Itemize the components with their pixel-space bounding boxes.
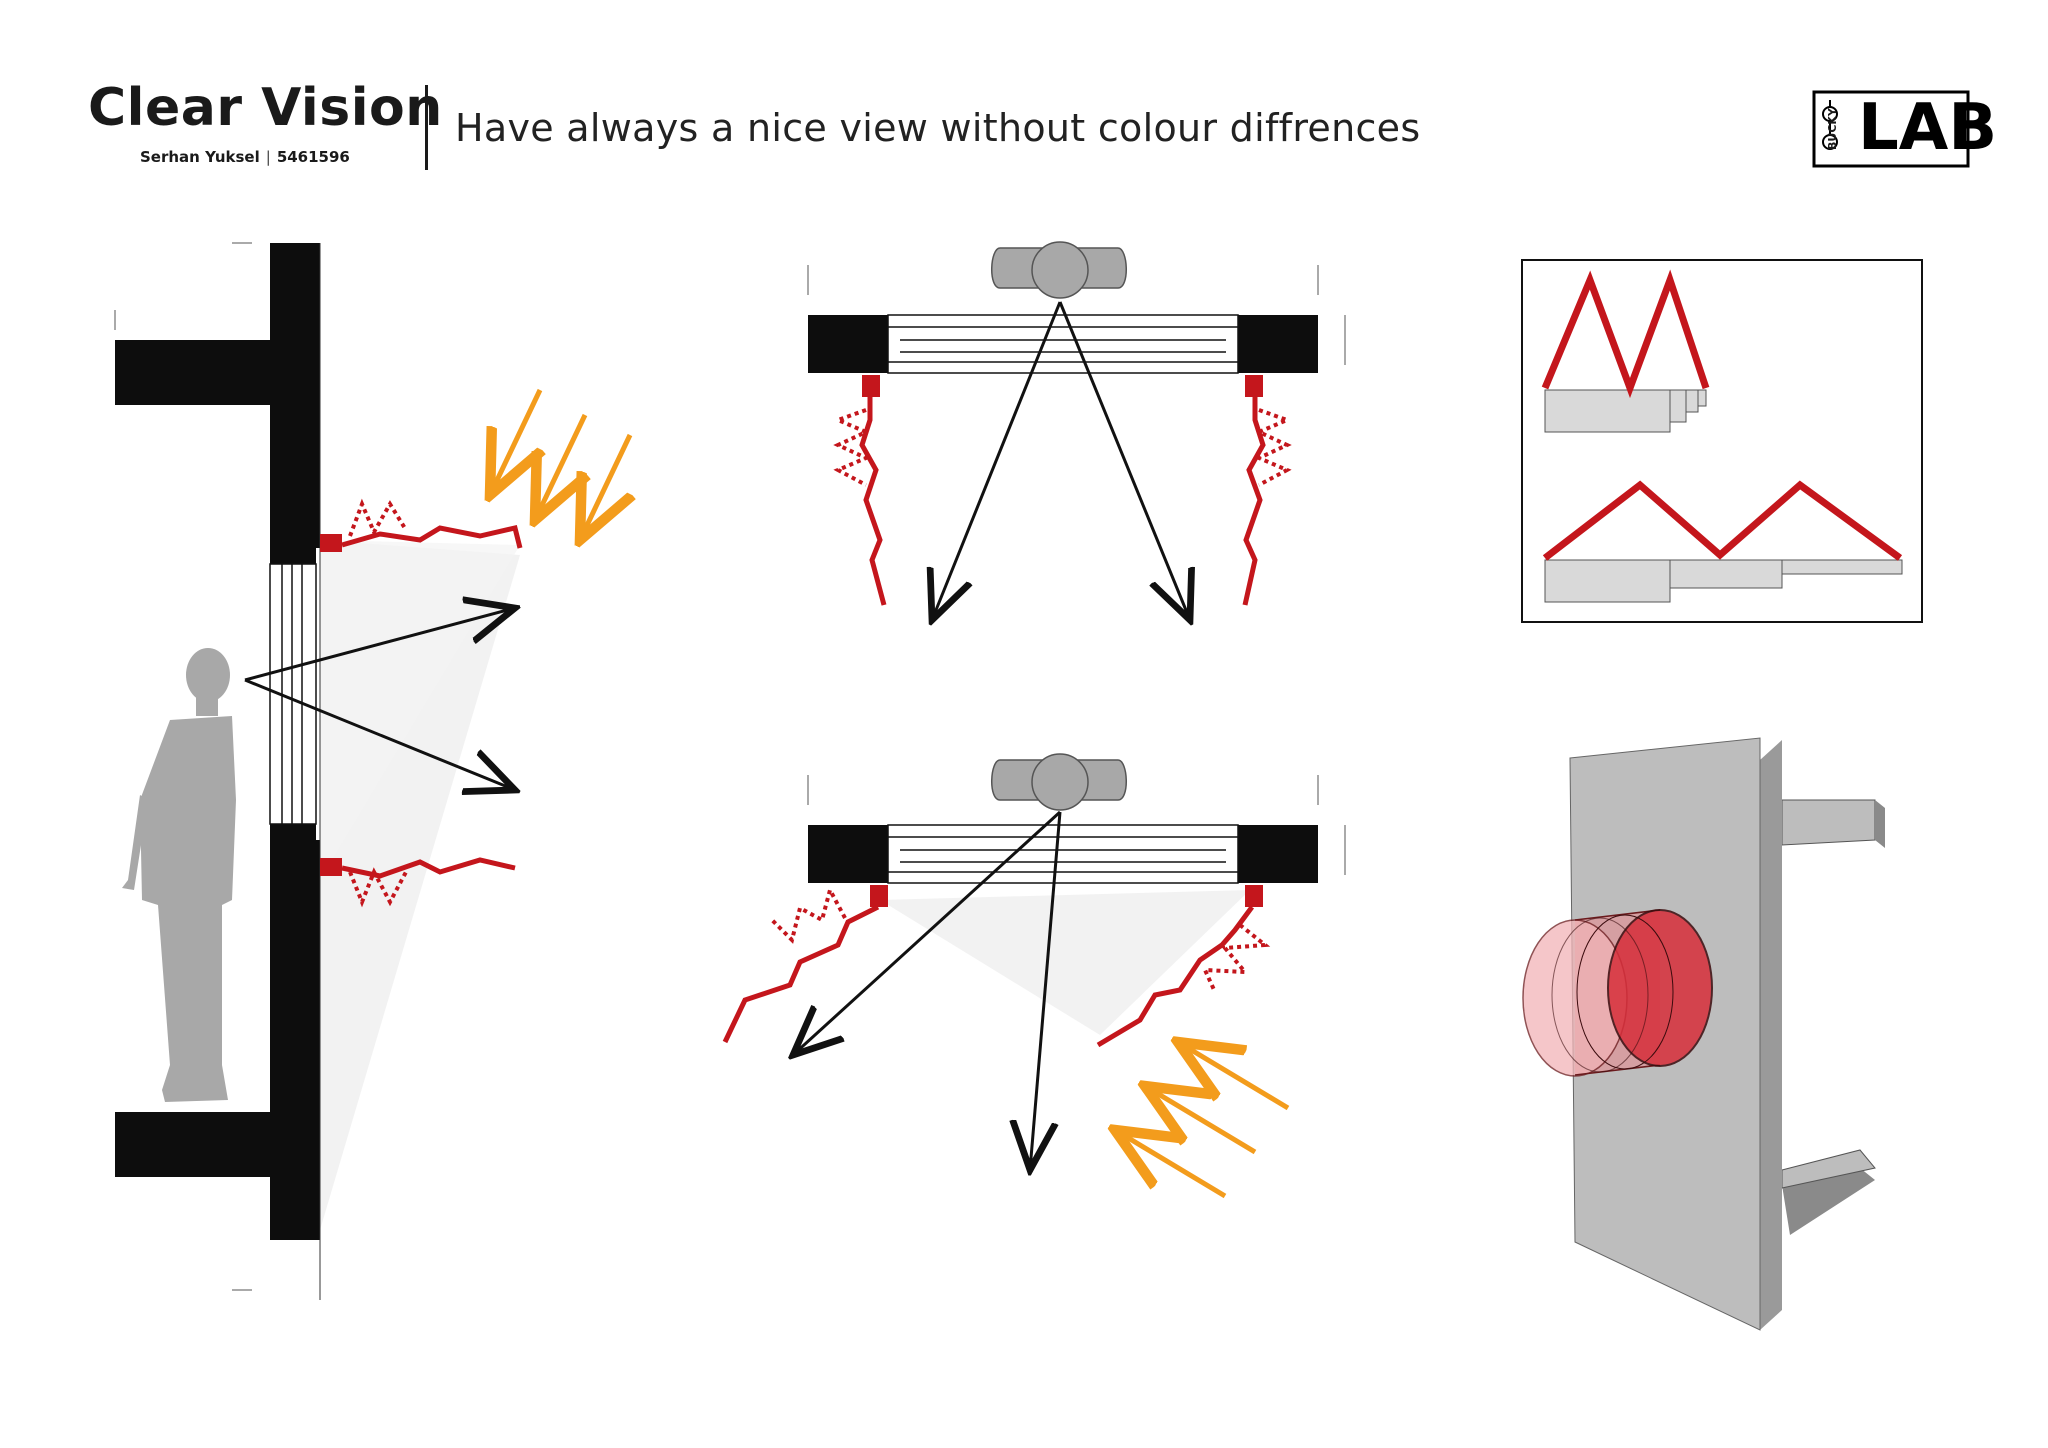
view-arrow-down [244,678,515,790]
zigzag-extended [1542,480,1903,603]
plan-view-arrow-right [1058,301,1190,620]
header-divider [425,85,428,170]
plan2-sun-ray-1 [1178,1042,1290,1111]
fin-mount-top [320,534,342,552]
glasses-icon [1822,100,1838,150]
folding-detail [1521,259,1923,623]
wall-upper [270,243,320,548]
plan2-fin-right [1096,905,1255,1048]
bracket-bottom [1782,1168,1875,1235]
red-tube [1522,909,1713,1077]
fin-top [341,525,523,549]
fin-mount-bottom [320,858,342,876]
sun-ray-1 [490,388,540,495]
plan2-view-arrow-down [1030,811,1062,1170]
view-arrow-up [244,608,515,682]
plan2-fin-left [722,904,880,1044]
plan-wall-left [808,315,900,373]
logo-text: LAB [1858,91,1998,165]
floor-slab-upper [115,340,275,405]
plan2-fin-left-folded [770,884,847,944]
bracket-top [1781,799,1876,846]
plan-fin-left [859,397,887,606]
zigzag-folded [1541,269,1710,433]
plan-fin-right-folded [1254,408,1293,487]
window-frame-bottom [270,824,316,840]
window-frame-top [270,548,316,564]
plan-view-angled [722,753,1346,1199]
author-id: 5461596 [276,148,350,166]
wall-lower [270,840,320,1240]
head-circle-2 [1031,753,1089,811]
author-line: Serhan Yuksel | 5461596 [140,148,350,166]
3d-window-tube [1522,737,1885,1331]
plan-view-arrow-left [932,301,1062,620]
plan-view-cone [880,890,1250,1035]
page-title: Clear Vision [88,78,443,138]
section-view [114,242,630,1300]
plan2-sun-ray-2 [1145,1086,1257,1155]
sun-ray-3 [580,433,630,540]
page-subtitle: Have always a nice view without colour d… [455,106,1421,150]
person-silhouette [122,648,236,1102]
bucky-lab-logo [1812,90,1970,168]
plan2-view-arrow-left [793,810,1062,1055]
floor-slab-lower [115,1112,275,1177]
sun-ray-2 [535,413,585,520]
plan-wall-right [1226,315,1318,373]
plan-window-glass [887,314,1239,374]
plan2-sun-ray-3 [1115,1130,1227,1199]
plan-fin-left-folded [832,408,871,487]
author-separator: | [265,148,271,166]
fin-top-folded [348,498,408,537]
plan-fin-right [1242,397,1266,606]
author-name: Serhan Yuksel [140,148,260,166]
plan2-fin-right-folded [1201,923,1271,993]
plan-view-open [807,241,1346,620]
fin-bottom-folded [348,867,408,908]
panel-side [1760,740,1782,1330]
head-circle [1031,241,1089,299]
